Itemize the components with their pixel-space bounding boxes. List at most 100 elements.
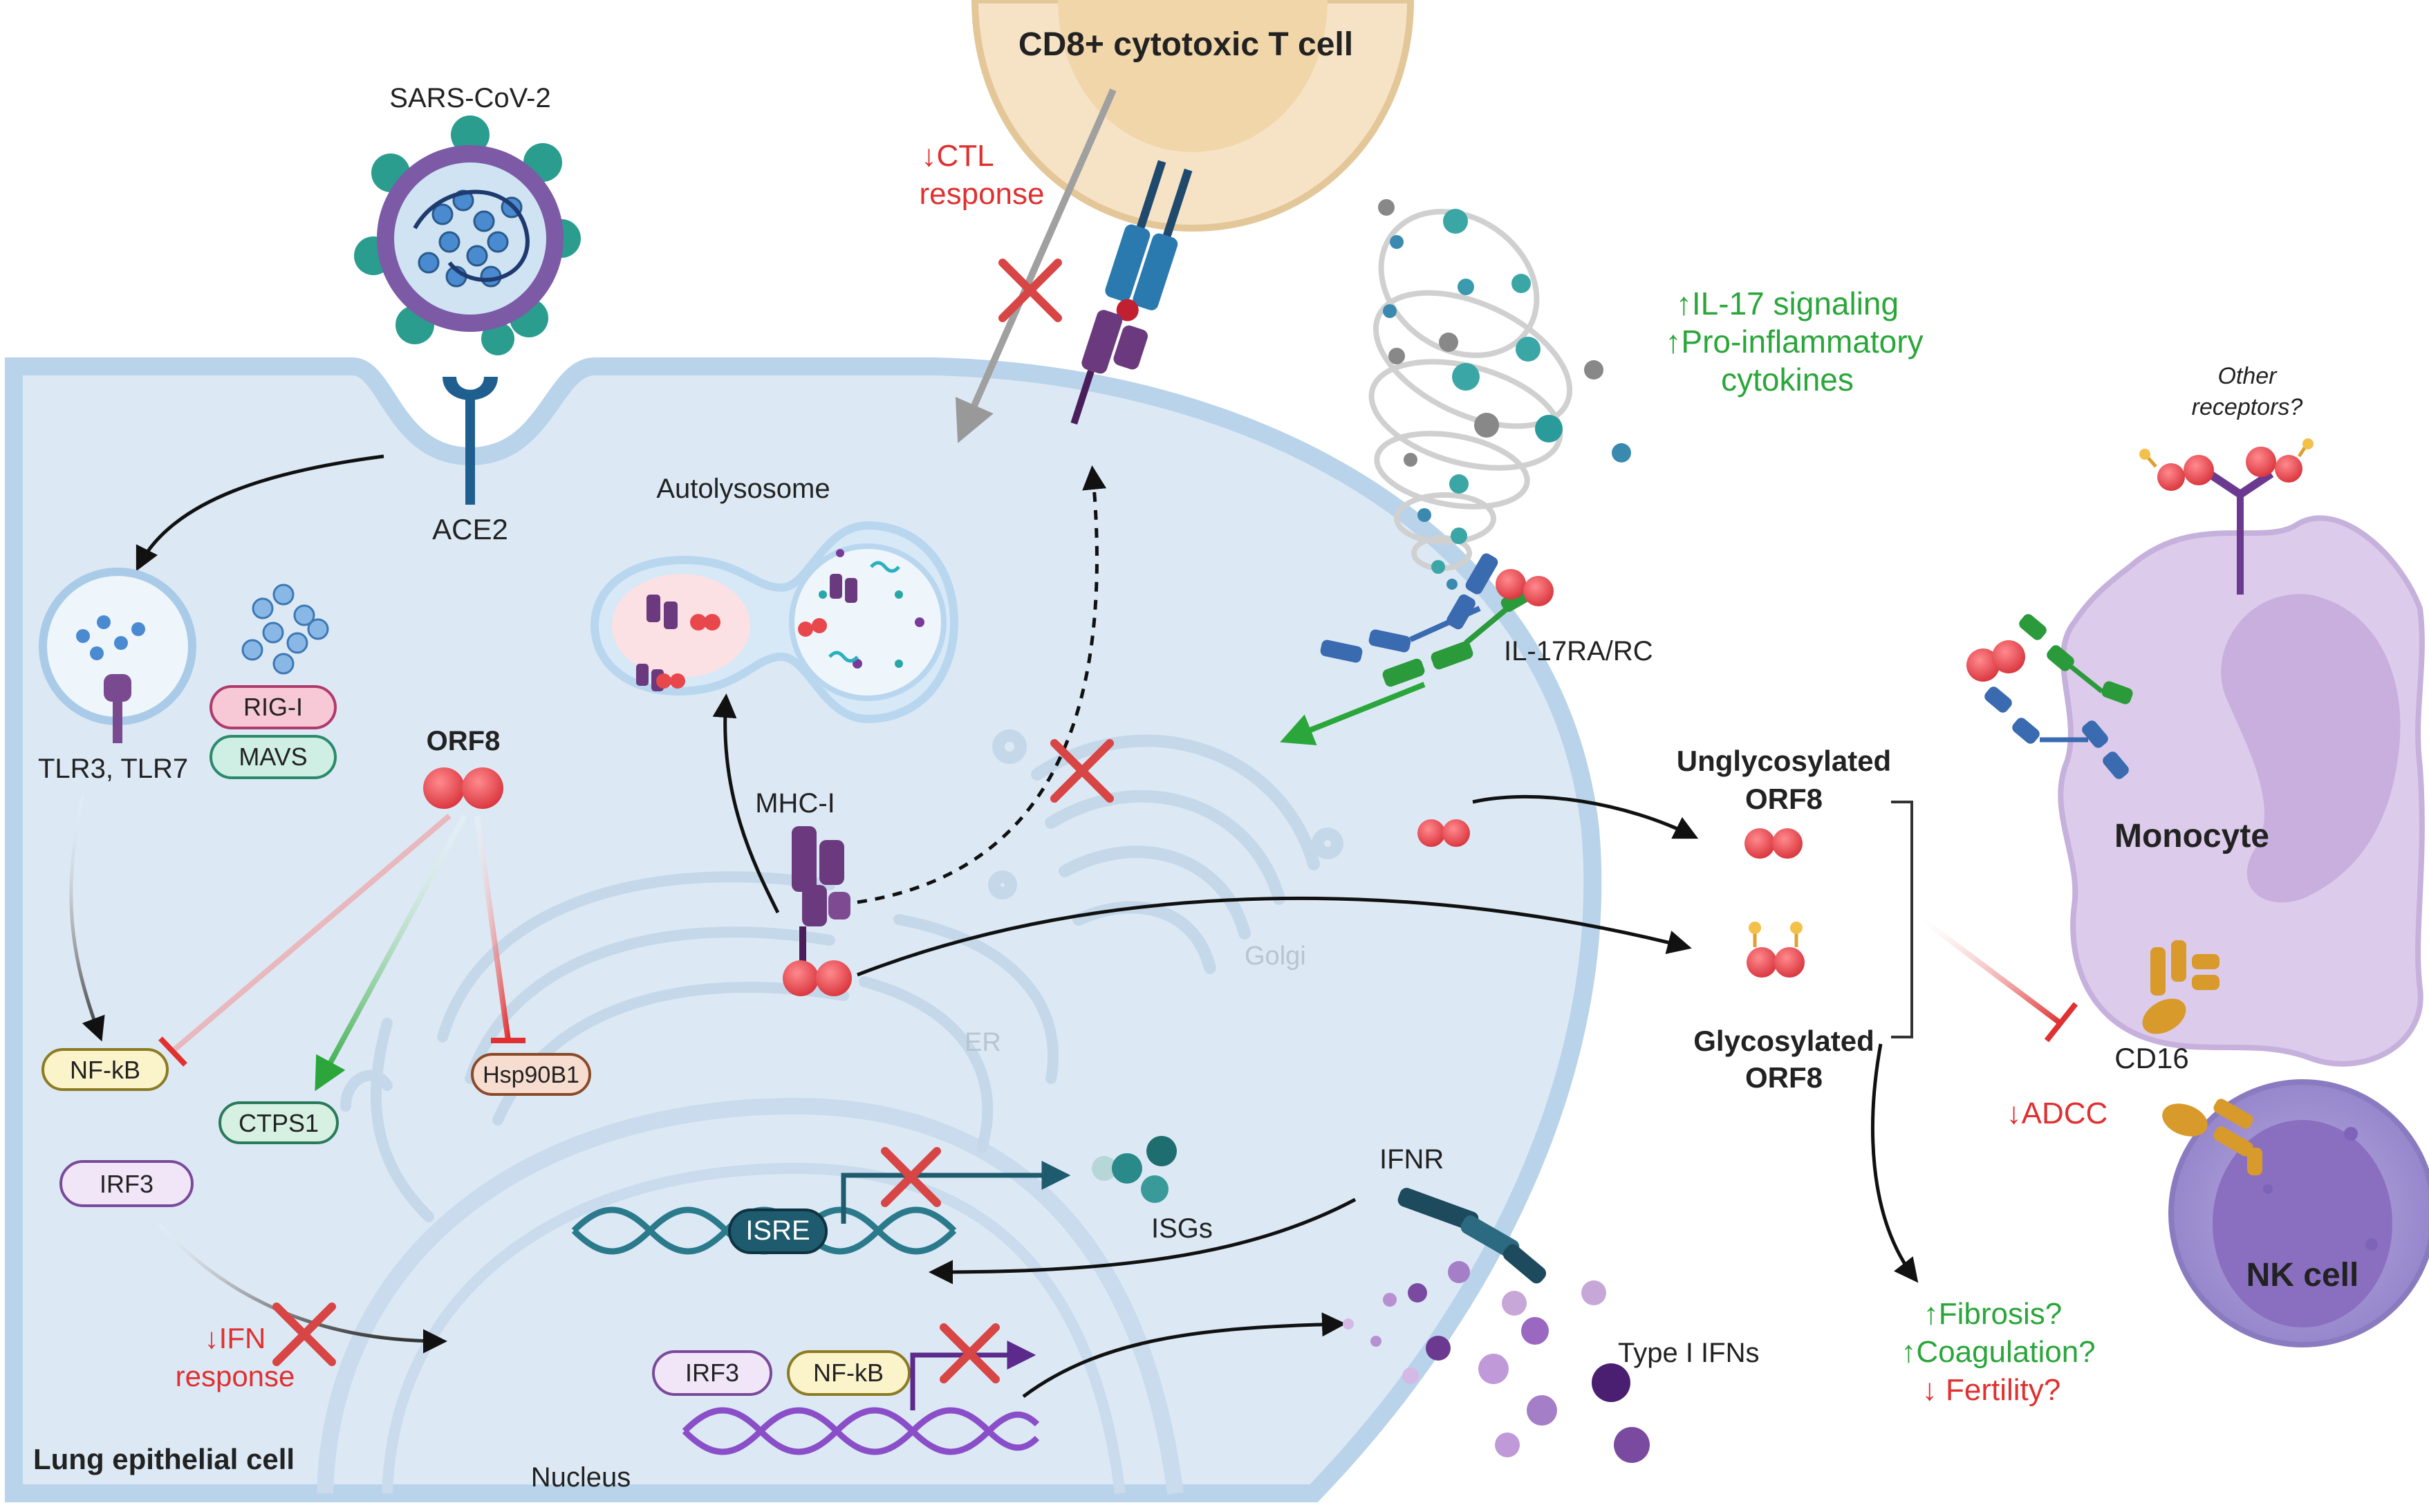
nucleus-label: Nucleus xyxy=(531,1462,631,1493)
irf3-dna-box xyxy=(652,1350,772,1396)
orf8-inhibits-nfkb xyxy=(171,813,452,1054)
cd16-inhibition-bar xyxy=(2044,1002,2078,1043)
il17-line1: ↑IL-17 signaling xyxy=(1676,286,1899,321)
unglycosylated-line2: ORF8 xyxy=(1745,783,1823,815)
unglycosylated-orf8 xyxy=(1744,828,1803,859)
nfkb-dna-label: NF-kB xyxy=(813,1359,884,1387)
orf8-dimer xyxy=(423,767,503,809)
orf8-inhibits-hsp90b1 xyxy=(474,815,511,1041)
ifn-transcription-arrow xyxy=(910,1341,1036,1410)
glycosylated-line1: Glycosylated xyxy=(1693,1025,1874,1057)
irf3-dna-label: IRF3 xyxy=(685,1359,739,1387)
orf8-activates-ctps1 xyxy=(315,814,467,1092)
ifnr-label: IFNR xyxy=(1379,1144,1444,1175)
entry-arrow xyxy=(136,454,384,572)
nk-cell xyxy=(2168,1079,2429,1347)
block-x-ifn xyxy=(940,1323,1000,1383)
ifn-secretion-arrow xyxy=(1022,1312,1346,1399)
ctps1-box xyxy=(218,1101,339,1144)
monocyte-il17-receptor xyxy=(1966,614,2133,779)
lung-cell-label: Lung epithelial cell xyxy=(33,1443,295,1475)
isre-label: ISRE xyxy=(745,1215,810,1246)
viral-rna-cluster xyxy=(241,584,329,675)
ctl-line1: ↓CTL xyxy=(921,139,994,173)
nucleus xyxy=(317,1097,1184,1495)
ifn-promoter-dna xyxy=(682,1407,1040,1455)
tcr-mhc-complex xyxy=(1070,160,1193,425)
nfkb-box xyxy=(41,1048,169,1091)
block-x-irf3 xyxy=(272,1303,336,1366)
type1-ifns-label: Type I IFNs xyxy=(1618,1338,1760,1368)
block-x-isre xyxy=(881,1147,941,1207)
tlr-to-nfkb-arrow xyxy=(69,794,105,1042)
isgs-label: ISGs xyxy=(1151,1213,1213,1244)
irf3-box xyxy=(59,1160,194,1207)
fibrosis-label: ↑Fibrosis? xyxy=(1924,1297,2063,1331)
endosome xyxy=(39,568,196,743)
unglycosylated-line1: Unglycosylated xyxy=(1677,745,1891,777)
block-x-mhc xyxy=(1050,739,1114,803)
type1-ifn-particles xyxy=(1343,1261,1650,1463)
other-receptors-line1: Other xyxy=(2217,363,2278,389)
nfkb-inhibition-bar xyxy=(158,1036,187,1067)
orf8-inhibits-cd16 xyxy=(1920,917,2063,1026)
mhc-surface-trafficking-arrow xyxy=(857,465,1107,904)
hsp90b1-label: Hsp90B1 xyxy=(483,1062,579,1088)
other-receptor xyxy=(2139,438,2314,595)
autolysosome-label: Autolysosome xyxy=(656,474,830,504)
nfkb-dna-box xyxy=(787,1350,911,1396)
glycosylated-orf8 xyxy=(1747,922,1805,978)
ctl-line2: response xyxy=(919,177,1044,211)
rig-i-box xyxy=(210,685,337,729)
secretion-unglycosylated-arrow xyxy=(1472,794,1699,839)
mavs-label: MAVS xyxy=(239,743,307,771)
fertility-label: ↓ Fertility? xyxy=(1922,1373,2060,1407)
golgi-label: Golgi xyxy=(1245,942,1306,971)
cd8-t-cell xyxy=(971,0,1415,232)
virus-label: SARS-CoV-2 xyxy=(389,83,550,113)
isgs-cluster xyxy=(1092,1136,1177,1203)
endoplasmic-reticulum xyxy=(340,871,1059,1222)
block-x-ctl xyxy=(998,259,1062,322)
ifn-response-line2: response xyxy=(176,1360,295,1392)
il17-line3: cytokines xyxy=(1721,362,1854,398)
mhc1-label: MHC-I xyxy=(755,788,835,819)
il17-line2: ↑Pro-inflammatory xyxy=(1665,324,1923,360)
nk-cd16-receptor xyxy=(2162,1099,2262,1175)
mavs-box xyxy=(210,735,337,779)
ifn-response-line1: ↓IFN xyxy=(205,1322,266,1354)
other-receptors-line2: receptors? xyxy=(2192,394,2303,420)
il17-signaling-arrow xyxy=(1280,682,1426,746)
outcomes-arrow xyxy=(1870,1043,1919,1283)
ctl-killing-arrow xyxy=(955,88,1117,443)
secretion-glycosylated-arrow xyxy=(857,896,1692,977)
il17r-label: IL-17RA/RC xyxy=(1504,636,1653,666)
er-label: ER xyxy=(965,1028,1001,1057)
secreted-orf8-inside xyxy=(1417,819,1470,847)
rig-i-label: RIG-I xyxy=(243,693,303,721)
il17ra-rc-receptor xyxy=(1320,553,1554,687)
isg-transcription-arrow xyxy=(841,1161,1071,1224)
orf8-bracket xyxy=(1891,801,1913,1038)
ifnr-to-isre-arrow xyxy=(929,1197,1357,1285)
nfkb-label: NF-kB xyxy=(70,1056,140,1084)
mhc1-complex xyxy=(783,826,852,996)
monocyte-label: Monocyte xyxy=(2114,818,2269,855)
tlr-label: TLR3, TLR7 xyxy=(38,754,188,784)
orf8-label: ORF8 xyxy=(427,726,501,756)
cd16-receptor xyxy=(2142,940,2219,1034)
autolysosome xyxy=(590,521,959,724)
coagulation-label: ↑Coagulation? xyxy=(1901,1335,2095,1369)
nk-label: NK cell xyxy=(2246,1257,2359,1294)
sars-cov-2-virion xyxy=(354,115,581,355)
adcc-label: ↓ADCC xyxy=(2007,1096,2108,1130)
cd16-label: CD16 xyxy=(2114,1042,2188,1074)
ctps1-label: CTPS1 xyxy=(239,1109,319,1137)
cd8-label: CD8+ cytotoxic T cell xyxy=(1018,26,1353,63)
isre-box xyxy=(728,1208,828,1254)
ace2-receptor xyxy=(443,377,498,505)
glycosylated-line2: ORF8 xyxy=(1745,1061,1823,1094)
irf3-label: IRF3 xyxy=(100,1170,153,1198)
